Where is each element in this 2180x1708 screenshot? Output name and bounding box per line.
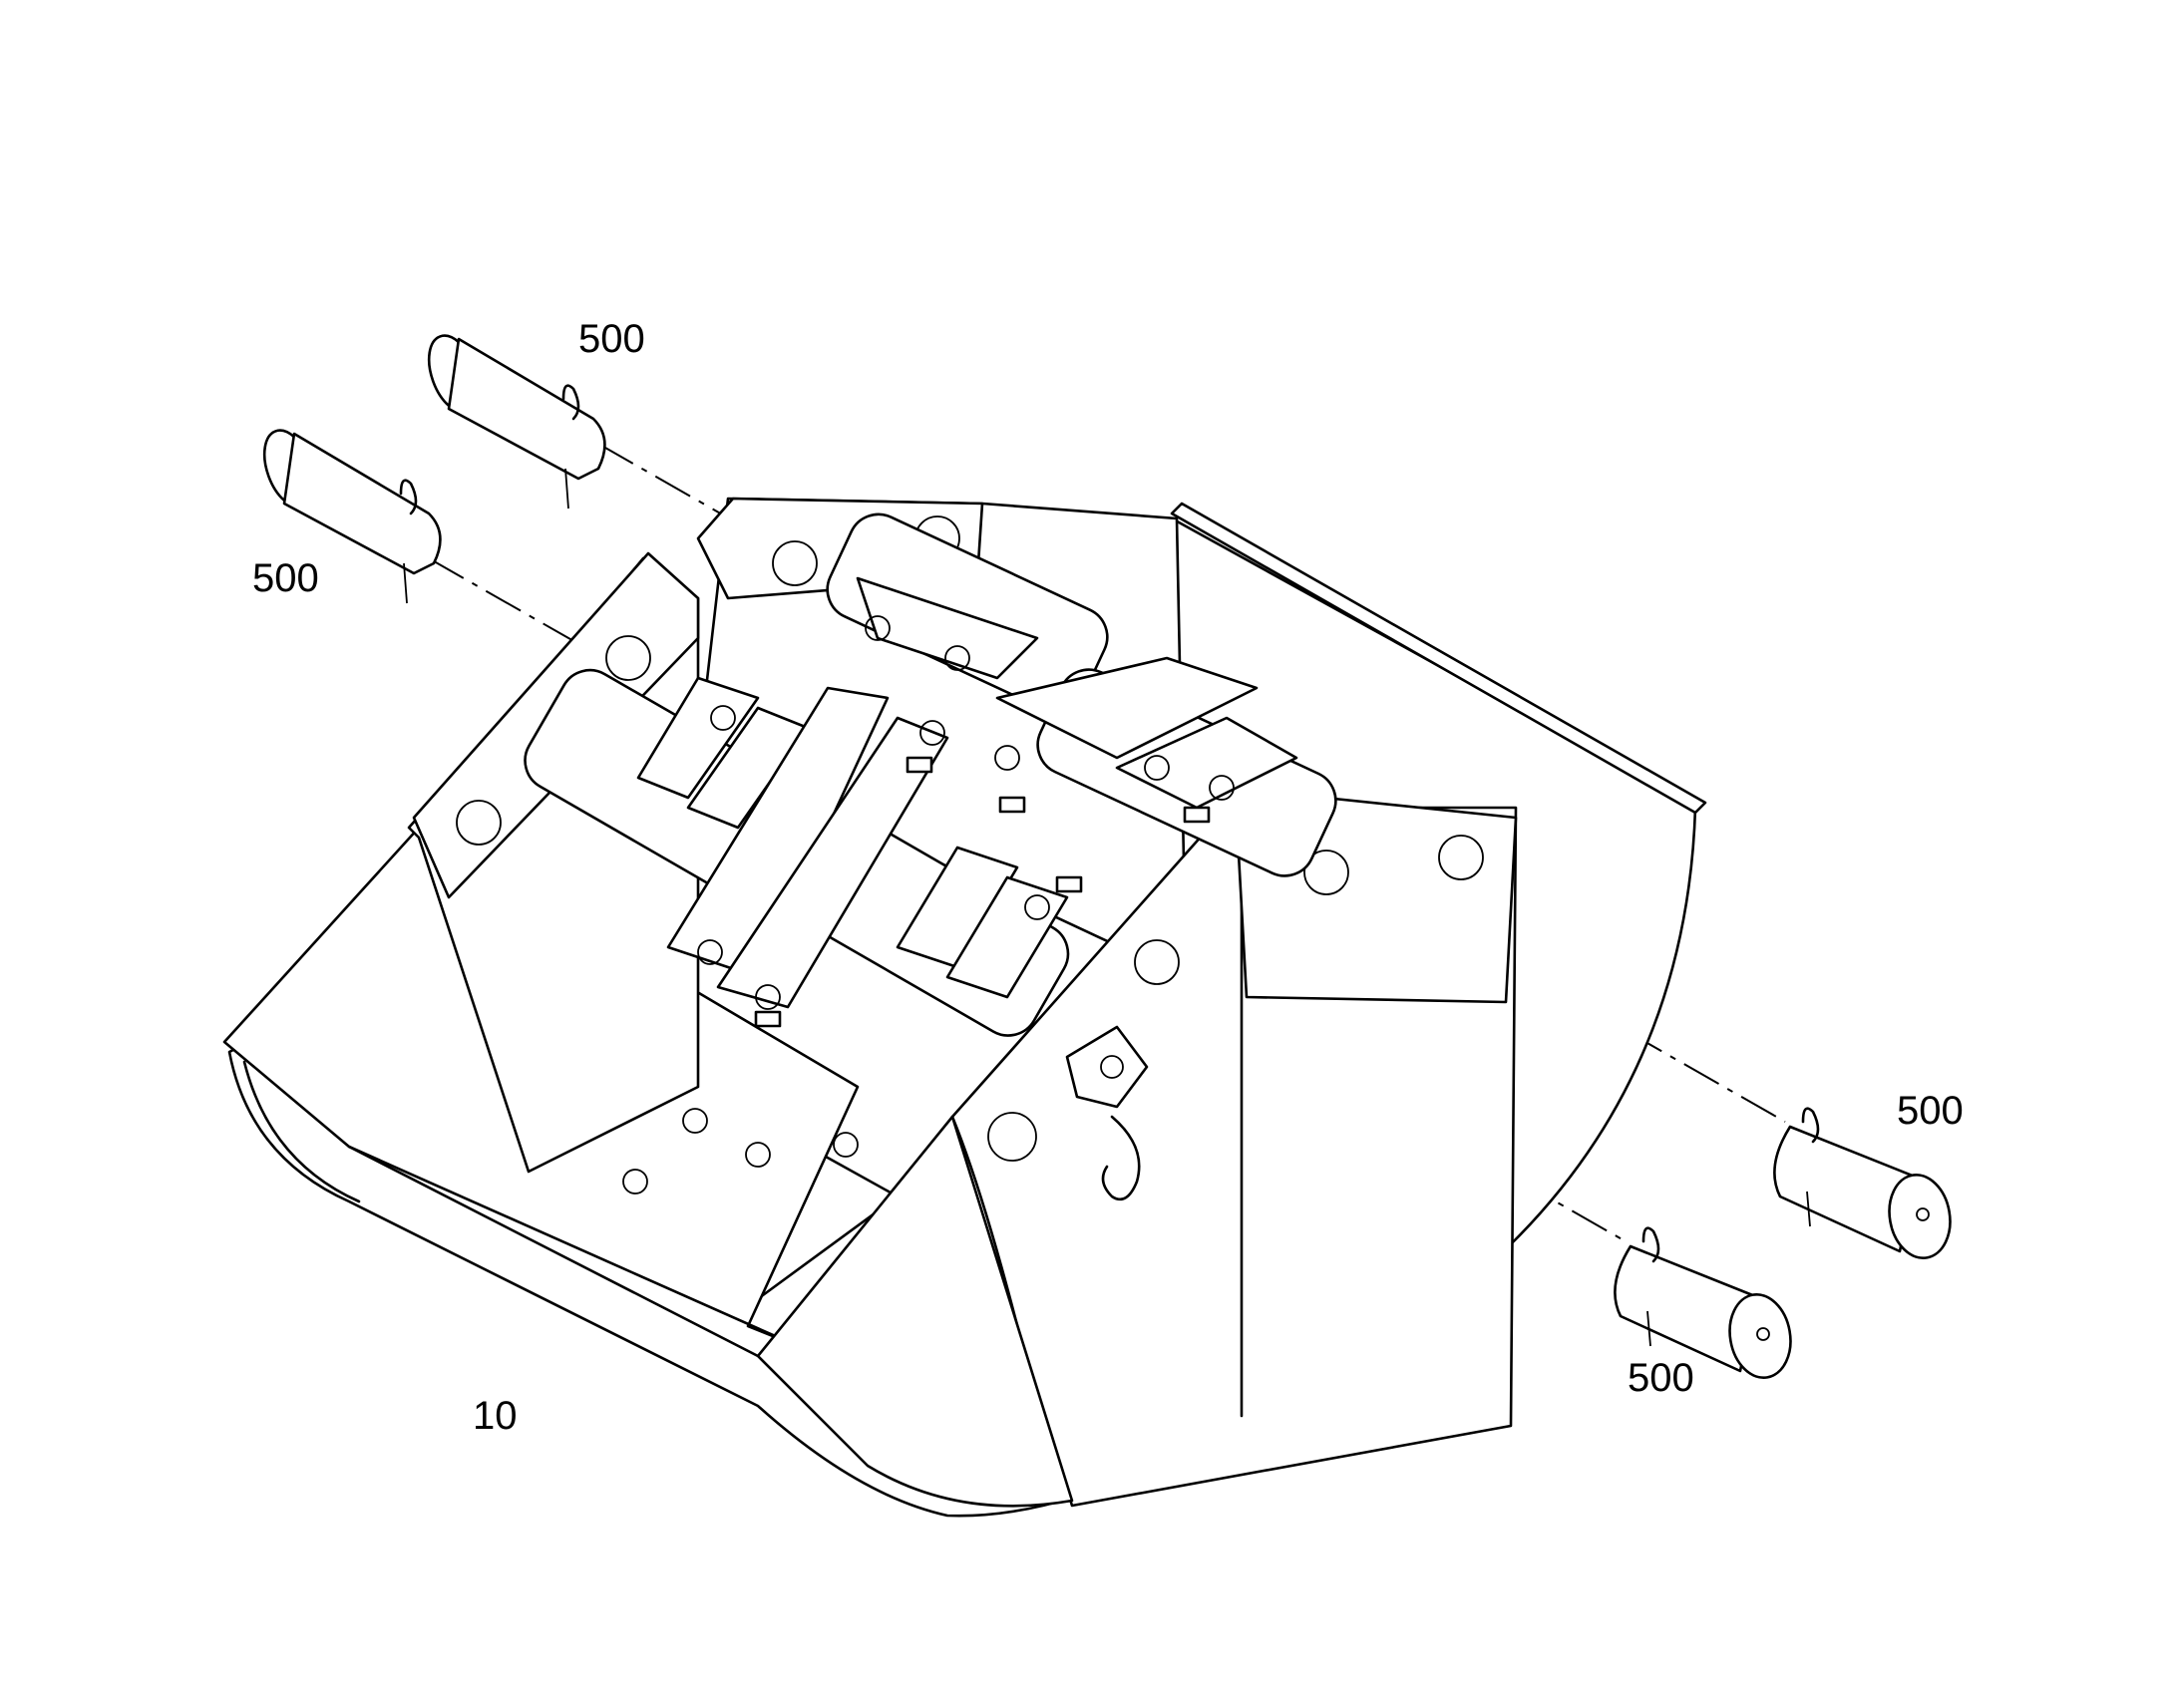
bucket-body — [222, 497, 1707, 1518]
pin-left — [262, 429, 442, 604]
pin-right-lower — [1614, 1226, 1792, 1379]
pin-top-left — [427, 334, 606, 510]
callout-pin-right-upper: 500 — [1897, 1089, 1964, 1133]
lifting-hook — [1065, 1025, 1149, 1201]
callout-bucket: 10 — [473, 1394, 518, 1438]
callout-pin-top-left: 500 — [578, 317, 645, 361]
linkage-assembly — [524, 512, 1337, 1037]
callout-pin-left: 500 — [252, 556, 319, 600]
pin-right-upper — [1773, 1107, 1952, 1259]
callout-pin-right-lower: 500 — [1628, 1356, 1694, 1400]
